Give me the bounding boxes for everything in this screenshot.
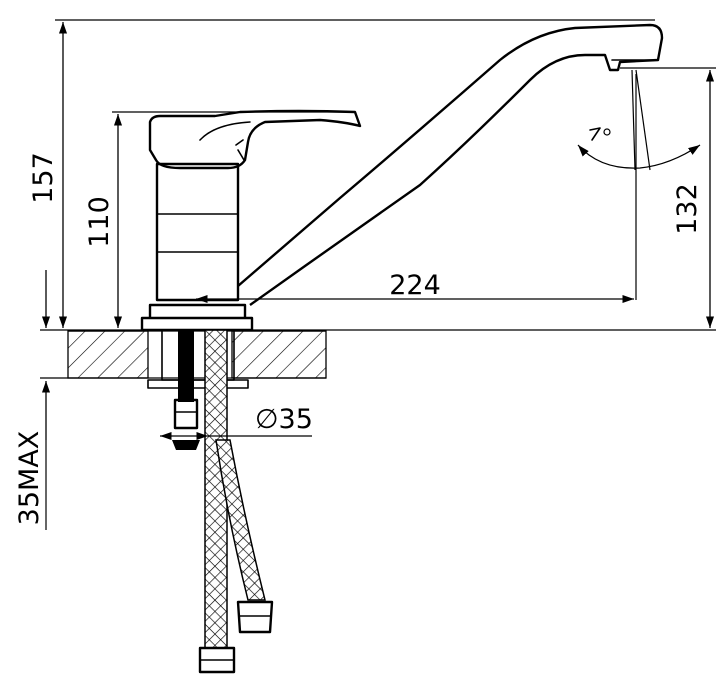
spout [237,23,664,306]
countertop [67,330,327,379]
angle-symbol [589,127,601,141]
dim-label-diameter: ∅35 [255,404,313,435]
mounting-nut [173,398,199,430]
cartridge-body [155,162,240,302]
dim-label-35max: 35MAX [14,431,45,526]
lever-handle [148,109,362,170]
dimension-max-thickness: 35MAX [14,270,68,530]
swivel-line-left [631,69,636,171]
hose-fitting-right [236,600,274,634]
dimension-hole-diameter: ∅35 [160,404,313,441]
mounting-washer [147,379,249,389]
dimension-handle-height: 110 [84,111,355,328]
threaded-rod [178,330,194,402]
nut-bottom [172,440,200,450]
base-flange [140,303,254,332]
supply-hoses [198,329,274,674]
hose-right [215,439,266,601]
dim-label-157: 157 [28,152,59,204]
dim-label-224: 224 [389,270,441,301]
swivel-arc [577,144,701,169]
lever-detail [199,121,251,161]
dim-label-110: 110 [84,196,115,248]
dim-label-132: 132 [672,183,703,235]
swivel-line-right [635,69,651,171]
degree-symbol [603,128,611,136]
dimension-total-height: 157 [28,19,655,328]
countertop-right-section [231,330,327,379]
dimension-spout-height: 132 [620,67,716,328]
hose-fitting-left [198,646,236,674]
countertop-left-section [67,330,149,379]
dimension-spout-reach: 224 [196,74,637,304]
swivel-indicator [577,69,701,171]
